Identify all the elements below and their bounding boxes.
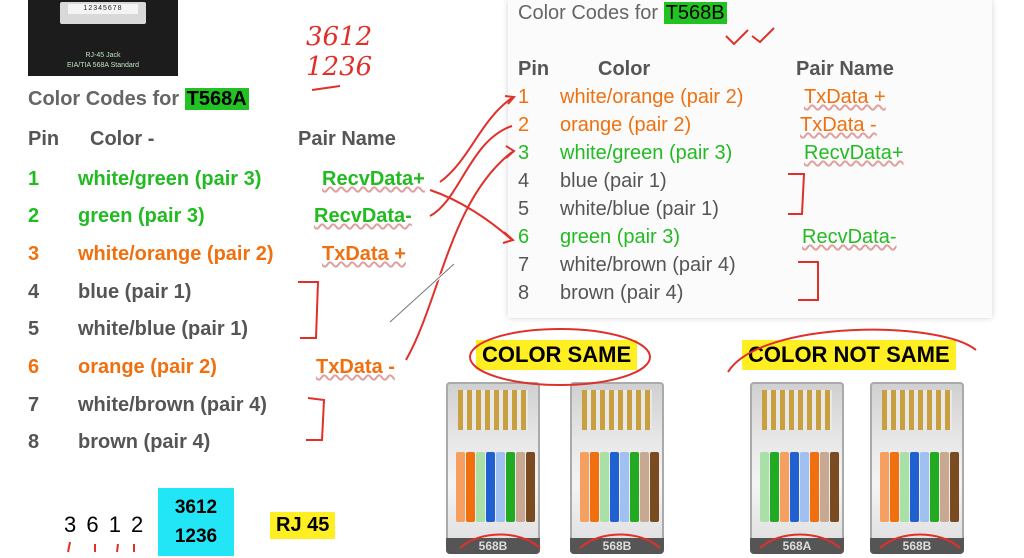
t568b-header-color: Color: [598, 58, 651, 80]
t568b-pair-2: TxData -: [800, 114, 877, 136]
t568b-color-1: white/orange (pair 2): [560, 86, 744, 108]
cyan-line2: 1236: [174, 526, 218, 547]
arrow-3: [405, 151, 513, 361]
t568a-header-pin: Pin: [28, 128, 60, 150]
t568b-color-2: orange (pair 2): [560, 114, 692, 136]
t568b-pin-1: 1: [518, 86, 530, 108]
handwritten-line2: 1236: [306, 52, 373, 82]
t568a-color-4: blue (pair 1): [78, 281, 192, 303]
bracket-pair1-left: [298, 281, 320, 339]
t568b-pair-1: TxData +: [804, 86, 886, 108]
t568b-color-4: blue (pair 1): [560, 170, 667, 192]
t568a-title-prefix: Color Codes for: [28, 88, 185, 110]
rj45-jack-image: 12345678 RJ-45 Jack EIA/TIA 568A Standar…: [28, 0, 178, 76]
plug-contacts: [458, 390, 528, 430]
bracket-pair1-right: [788, 173, 806, 215]
t568a-pin-4: 4: [28, 281, 40, 303]
arrow-1: [439, 97, 513, 183]
checkmarks: [725, 27, 775, 46]
t568a-pin-5: 5: [28, 318, 40, 340]
arrow-2: [429, 125, 513, 217]
t568b-pin-3: 3: [518, 142, 530, 164]
t568b-color-8: brown (pair 4): [560, 282, 684, 304]
t568a-pair-2: RecvData-: [314, 205, 412, 227]
rj45-plug-4: 568B: [870, 382, 964, 554]
t568b-pair-6: RecvData-: [802, 226, 897, 248]
t568a-color-2: green (pair 3): [78, 205, 205, 227]
jack-pin-numbers: 12345678: [68, 4, 138, 14]
t568a-pin-1: 1: [28, 168, 40, 190]
t568a-pin-6: 6: [28, 356, 40, 378]
t568b-color-5: white/blue (pair 1): [560, 198, 719, 220]
t568a-pin-3: 3: [28, 243, 40, 265]
t568a-pair-3: TxData +: [322, 243, 406, 265]
t568b-pin-8: 8: [518, 282, 530, 304]
t568b-title-highlight: T568B: [663, 2, 727, 24]
t568a-color-1: white/green (pair 3): [78, 168, 262, 190]
bottom-digits: 3 6 1 2: [64, 512, 146, 537]
t568b-header-pair: Pair Name: [796, 58, 894, 80]
plug-contacts: [582, 390, 652, 430]
jack-caption-line1: RJ-45 Jack: [85, 52, 121, 59]
bracket-pair4-left: [306, 397, 326, 441]
plug-2-tag: 568B: [570, 538, 664, 554]
plug-3-tag: 568A: [750, 538, 844, 554]
handwritten-line1: 3612: [306, 22, 373, 52]
jack-caption-line2: EIA/TIA 568A Standard: [67, 62, 139, 69]
rj45-plug-2: 568B: [570, 382, 664, 554]
bracket-pair4-right: [798, 261, 819, 301]
circle-color-not-same: [727, 328, 977, 373]
t568a-color-7: white/brown (pair 4): [78, 394, 267, 416]
t568b-pin-6: 6: [518, 226, 530, 248]
t568a-pin-7: 7: [28, 394, 40, 416]
rj45-plug-3: 568A: [750, 382, 844, 554]
color-same-label: COLOR SAME: [476, 340, 638, 370]
t568b-title: Color Codes for T568B: [518, 2, 727, 25]
t568a-pair-1: RecvData+: [322, 168, 425, 190]
t568b-panel: [508, 0, 992, 318]
t568b-color-3: white/green (pair 3): [560, 142, 733, 164]
arrow-4: [429, 189, 513, 241]
t568a-pin-2: 2: [28, 205, 40, 227]
t568b-pin-2: 2: [518, 114, 530, 136]
plug-contacts: [762, 390, 832, 430]
t568a-color-6: orange (pair 2): [78, 356, 217, 378]
t568a-color-5: white/blue (pair 1): [78, 318, 249, 340]
t568b-color-7: white/brown (pair 4): [560, 254, 736, 276]
circle-color-same: [469, 328, 651, 386]
t568b-pin-7: 7: [518, 254, 530, 276]
t568a-color-8: brown (pair 4): [78, 431, 211, 453]
t568a-title: Color Codes for T568A: [28, 88, 249, 111]
plug-contacts: [882, 390, 952, 430]
t568b-pair-3: RecvData+: [804, 142, 904, 164]
t568a-pair-6: TxData -: [316, 356, 395, 378]
cyan-pin-box: 3612 1236: [158, 488, 234, 556]
rj45-label: RJ 45: [270, 512, 336, 539]
t568a-header-color: Color -: [90, 128, 155, 150]
t568b-pin-5: 5: [518, 198, 530, 220]
color-not-same-label: COLOR NOT SAME: [742, 340, 956, 370]
t568b-pin-4: 4: [518, 170, 530, 192]
cyan-line1: 3612: [174, 497, 218, 518]
handwritten-numbers-top: 3612 1236: [306, 22, 372, 82]
t568b-title-prefix: Color Codes for: [518, 2, 664, 24]
t568a-color-3: white/orange (pair 2): [78, 243, 274, 265]
t568a-pin-8: 8: [28, 431, 40, 453]
plug-4-tag: 568B: [870, 538, 964, 554]
t568b-color-6: green (pair 3): [560, 226, 681, 248]
t568a-title-highlight: T568A: [184, 88, 249, 110]
rj45-plug-1: 568B: [446, 382, 540, 554]
t568b-header-pin: Pin: [518, 58, 550, 80]
t568a-header-pair: Pair Name: [298, 128, 396, 150]
